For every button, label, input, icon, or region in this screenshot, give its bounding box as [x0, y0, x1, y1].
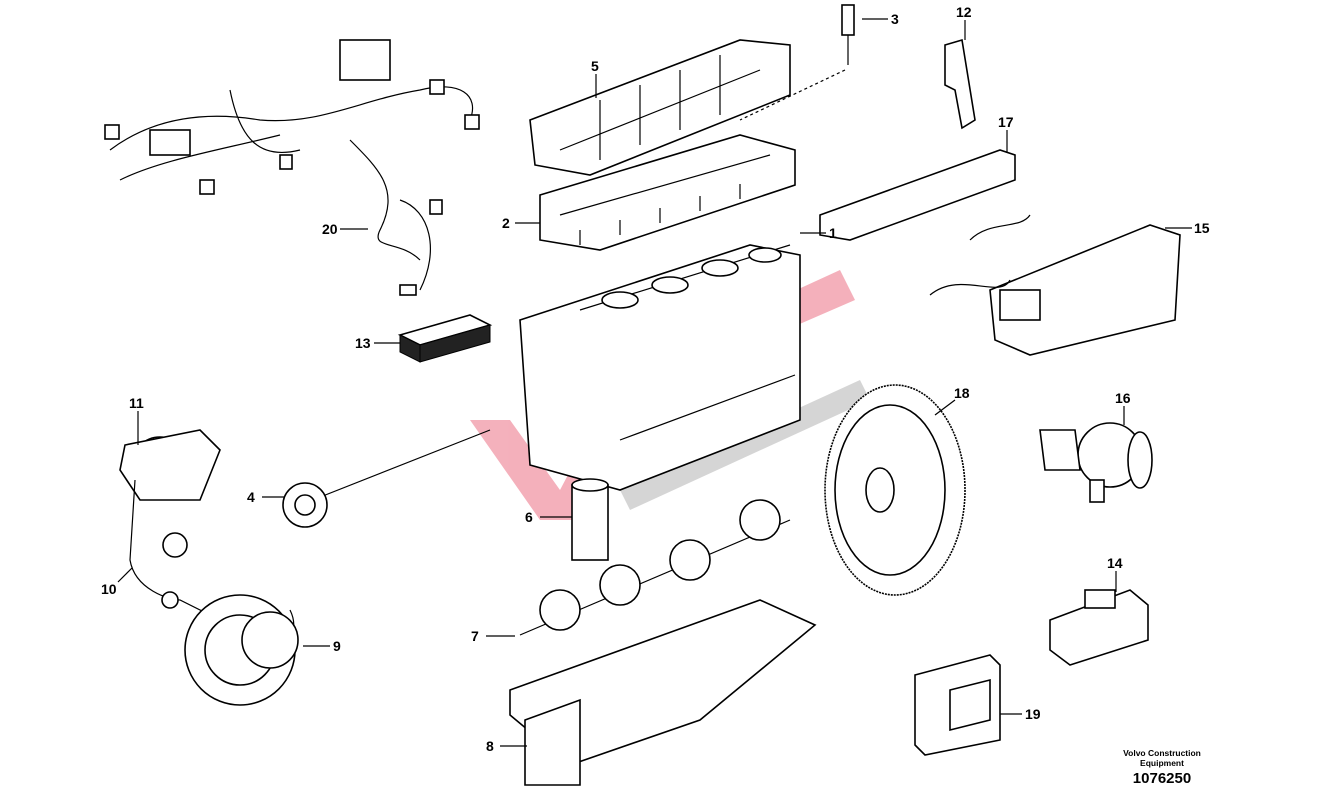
callout-18: 18 — [954, 385, 970, 401]
belt-drive-part — [119, 429, 299, 706]
callout-10: 10 — [101, 581, 117, 597]
callout-16: 16 — [1115, 390, 1131, 406]
company-name-line1: Volvo Construction — [1123, 748, 1201, 758]
callout-8: 8 — [486, 738, 494, 754]
callout-1: 1 — [829, 225, 837, 241]
callout-13: 13 — [355, 335, 371, 351]
callout-4: 4 — [247, 489, 255, 505]
callout-12: 12 — [956, 4, 972, 20]
turbocharger-part — [1039, 422, 1153, 503]
callout-15: 15 — [1194, 220, 1210, 236]
cylinder-liner-part — [571, 478, 609, 561]
callout-17: 17 — [998, 114, 1014, 130]
callout-5: 5 — [591, 58, 599, 74]
exhaust-manifold-part — [819, 149, 1016, 241]
oil-cooler-part — [397, 314, 493, 363]
ecu-part — [914, 654, 1001, 756]
drawing-number: 1076250 — [1132, 770, 1192, 787]
callout-2: 2 — [502, 215, 510, 231]
starter-motor-part — [1049, 589, 1149, 666]
camshaft-part — [282, 429, 491, 528]
cylinder-head-part — [539, 134, 796, 251]
callout-14: 14 — [1107, 555, 1123, 571]
wiring-harness-part — [104, 39, 480, 296]
injector-part — [739, 4, 855, 121]
callout-9: 9 — [333, 638, 341, 654]
engine-block-part — [519, 244, 801, 491]
drawing-footer: Volvo Construction Equipment 1076250 — [1112, 748, 1212, 787]
valve-cover-part — [529, 39, 791, 176]
company-name-line2: Equipment — [1140, 758, 1184, 768]
callout-3: 3 — [891, 11, 899, 27]
callout-6: 6 — [525, 509, 533, 525]
lifting-bracket-part — [944, 38, 976, 130]
egr-module-part — [929, 214, 1181, 356]
callout-11: 11 — [129, 395, 144, 411]
leader-lines — [117, 18, 1192, 747]
callout-7: 7 — [471, 628, 479, 644]
oil-pan-part — [509, 599, 817, 786]
callout-20: 20 — [322, 221, 338, 237]
callout-19: 19 — [1025, 706, 1041, 722]
crankshaft-part — [519, 499, 791, 636]
flywheel-part — [824, 384, 966, 596]
